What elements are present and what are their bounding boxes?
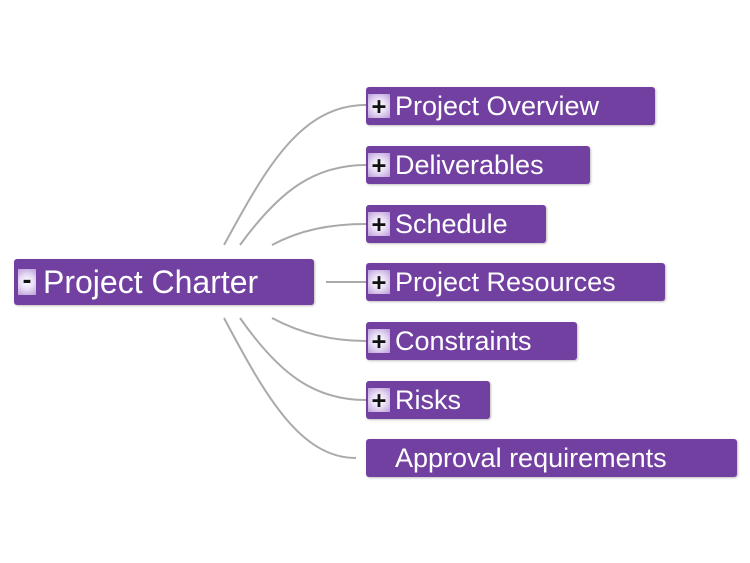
node-label: Schedule [395,208,508,239]
node-label: Approval requirements [395,442,667,473]
node-label: Project Overview [395,90,600,121]
node-approval-requirements[interactable]: Approval requirements [366,439,737,477]
connector-risks [239,317,367,401]
collapse-icon[interactable]: - [18,269,36,295]
connector-schedule [271,223,367,246]
node-constraints[interactable]: + Constraints [366,322,577,360]
root-node-project-charter[interactable]: - Project Charter [14,259,314,305]
expand-icon[interactable]: + [368,329,390,353]
node-label: Constraints [395,325,532,356]
connector-deliverables [239,164,367,246]
expand-icon[interactable]: + [368,212,390,236]
connector-approval-requirements [223,317,357,459]
node-deliverables[interactable]: + Deliverables [366,146,590,184]
node-label: Deliverables [395,149,544,180]
expand-icon[interactable]: + [368,153,390,177]
node-label: Project Resources [395,266,616,297]
node-risks[interactable]: + Risks [366,381,490,419]
connector-constraints [271,317,367,342]
expand-icon[interactable]: + [368,94,390,118]
root-node-label: Project Charter [43,263,259,300]
node-project-overview[interactable]: + Project Overview [366,87,655,125]
expand-icon[interactable]: + [368,270,390,294]
node-schedule[interactable]: + Schedule [366,205,546,243]
node-project-resources[interactable]: + Project Resources [366,263,665,301]
expand-icon[interactable]: + [368,388,390,412]
node-label: Risks [395,384,461,415]
connector-project-overview [223,104,367,246]
